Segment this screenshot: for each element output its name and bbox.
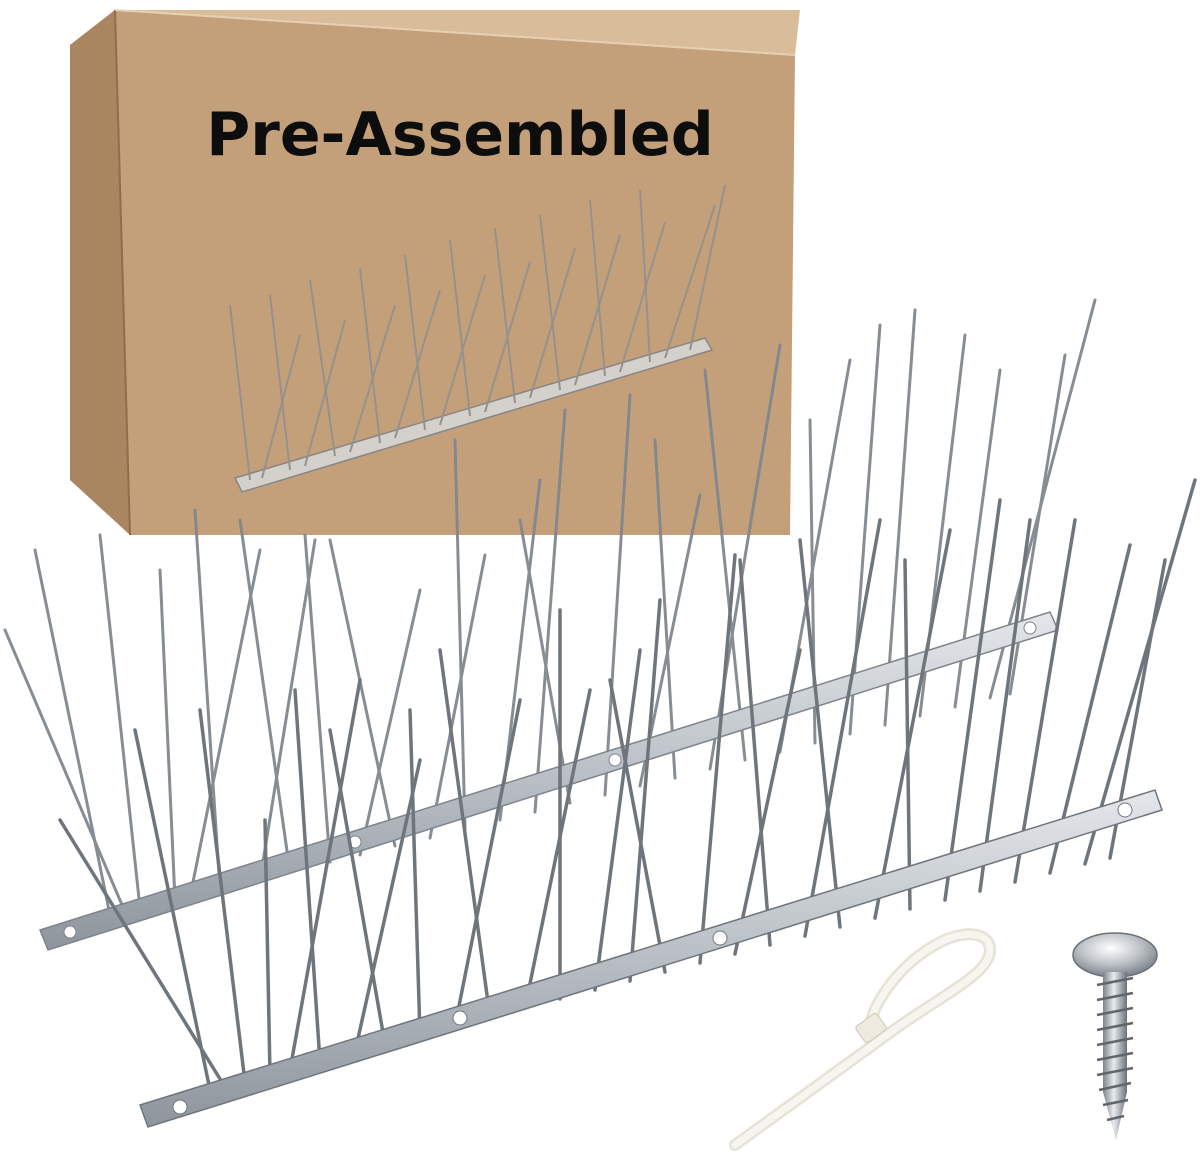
bird-spike-strip-icon xyxy=(58,478,1197,1128)
bird-spike-strip-icon xyxy=(3,298,1097,951)
box-printed-spike-strip xyxy=(229,184,726,493)
cardboard-box-icon xyxy=(70,9,800,536)
cable-tie-icon xyxy=(729,928,997,1151)
box-front-face xyxy=(115,10,795,535)
front-strip-base xyxy=(139,789,1163,1128)
screw-icon xyxy=(1072,932,1158,1140)
box-left-face xyxy=(70,10,130,535)
box-label: Pre-Assembled xyxy=(206,100,714,170)
